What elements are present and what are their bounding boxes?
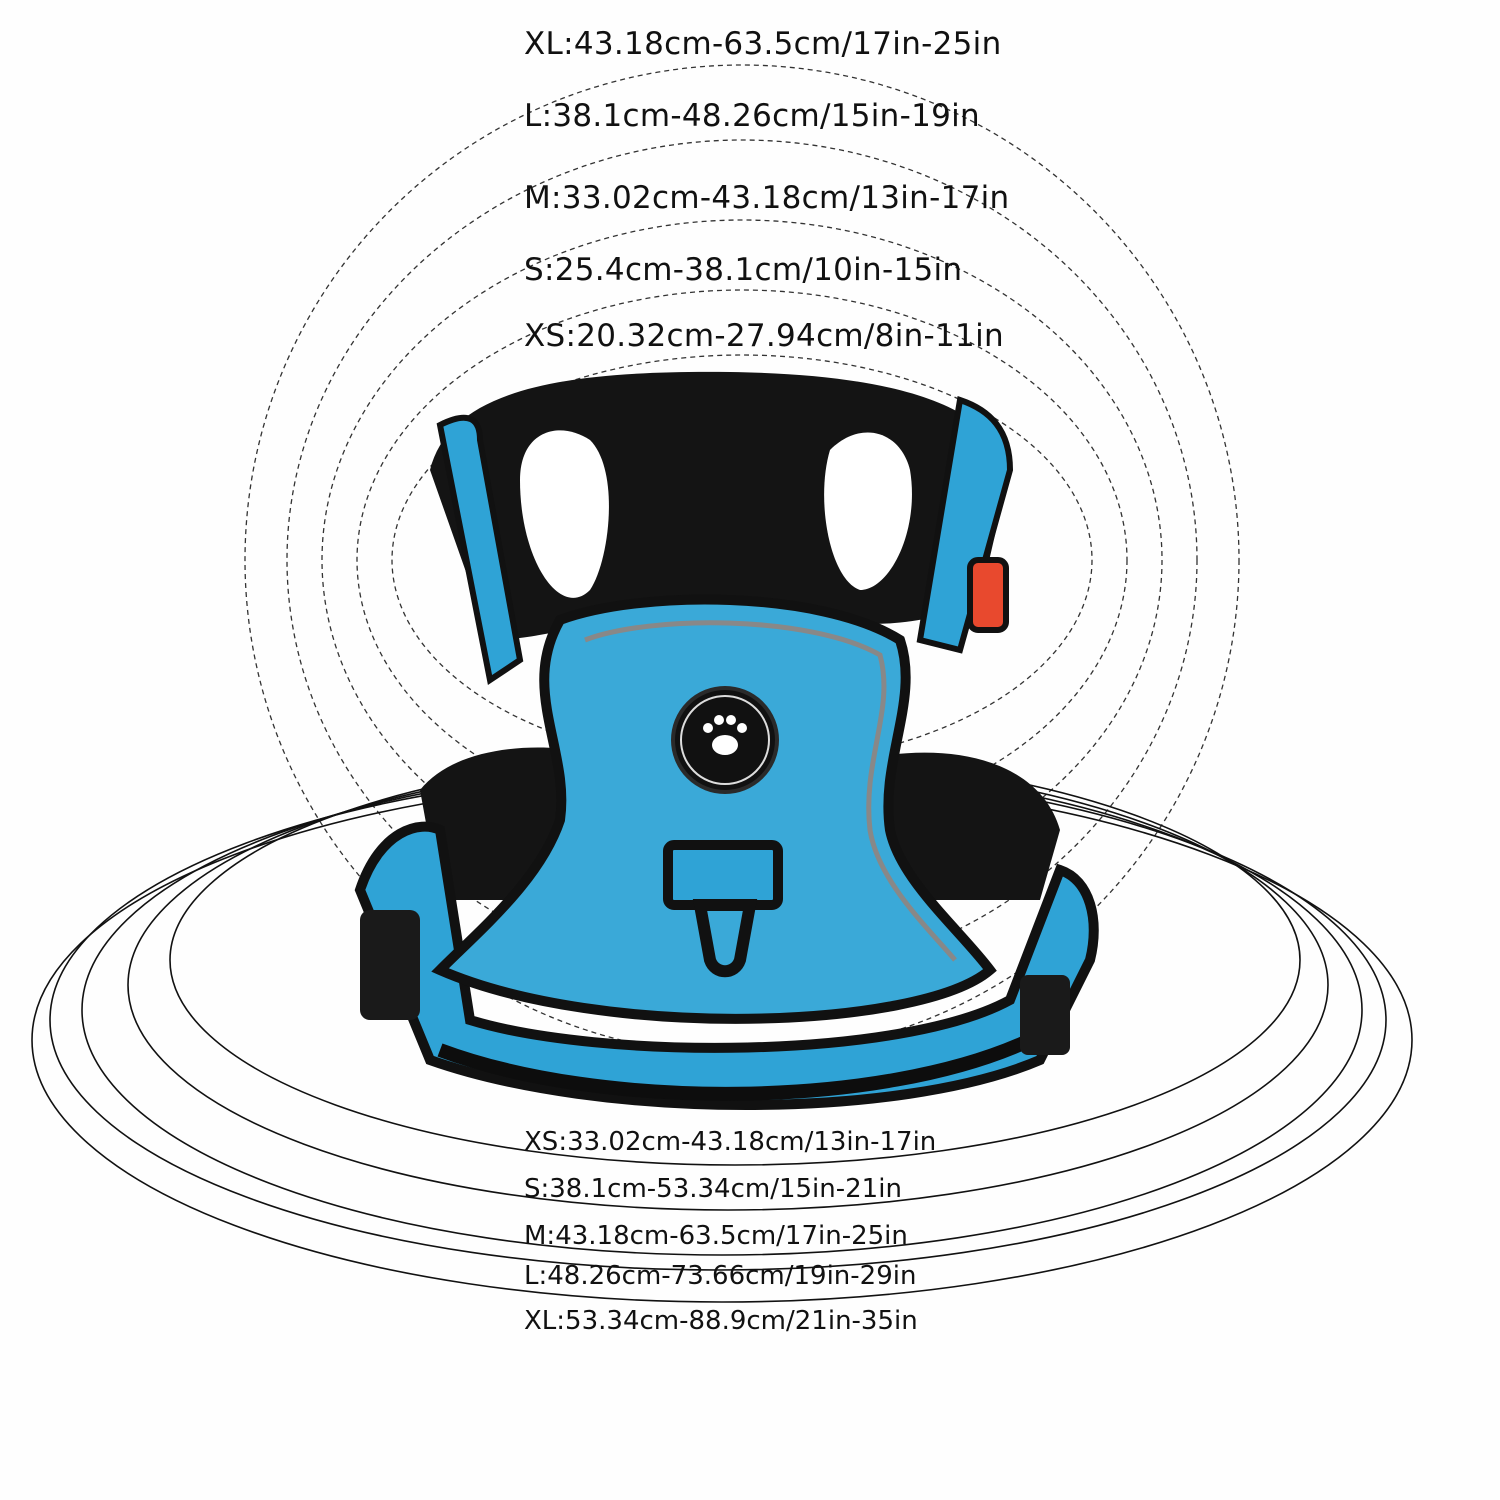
- neck-size-label-s: S:25.4cm-38.1cm/10in-15in: [524, 252, 963, 288]
- neck-ring-xl: [244, 64, 1240, 1056]
- chest-size-label-l: L:48.26cm-73.66cm/19in-29in: [524, 1261, 917, 1291]
- right-buckle: [1020, 975, 1070, 1055]
- neck-size-label-m: M:33.02cm-43.18cm/13in-17in: [524, 180, 1010, 216]
- buckle-release-button: [967, 557, 1009, 633]
- chest-size-label-xl: XL:53.34cm-88.9cm/21in-35in: [524, 1306, 918, 1336]
- neck-size-label-xl: XL:43.18cm-63.5cm/17in-25in: [524, 26, 1002, 62]
- neck-size-label-xs: XS:20.32cm-27.94cm/8in-11in: [524, 318, 1004, 354]
- chest-size-label-s: S:38.1cm-53.34cm/15in-21in: [524, 1174, 902, 1204]
- chest-size-label-m: M:43.18cm-63.5cm/17in-25in: [524, 1221, 908, 1251]
- d-ring: [692, 899, 758, 978]
- paw-icon: [703, 715, 747, 755]
- left-buckle: [360, 910, 420, 1020]
- chest-size-label-xs: XS:33.02cm-43.18cm/13in-17in: [524, 1127, 937, 1157]
- neck-ring-s: [356, 289, 1128, 831]
- harness-image: [354, 371, 1099, 1110]
- neck-size-label-l: L:38.1cm-48.26cm/15in-19in: [524, 98, 980, 134]
